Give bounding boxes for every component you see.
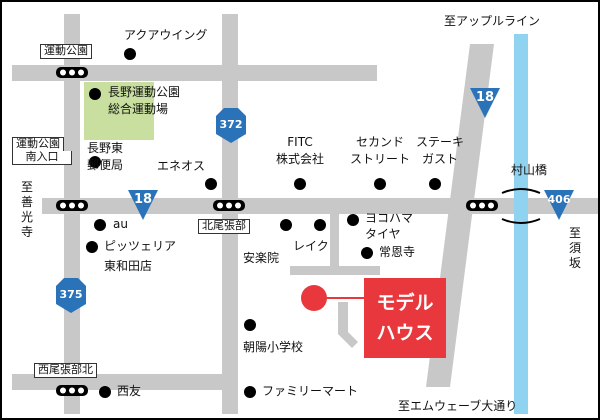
steak-gusto-label-line1: ステーキ <box>415 135 464 149</box>
yokohama-tire-label-line2: タイヤ <box>365 227 401 241</box>
dot-post <box>89 156 101 168</box>
aquawing-label: アクアウイング <box>124 28 208 42</box>
second-street-label-line1: セカンド <box>355 135 404 149</box>
pizzeria-label-line1: ピッツェリア <box>104 239 177 253</box>
dot-nishitomo <box>99 386 111 398</box>
traffic-light-undo-minami <box>56 200 88 211</box>
dot-pizzeria <box>86 241 98 253</box>
to-apple-line-label: 至アップルライン <box>444 14 541 28</box>
reik-label: レイク <box>293 239 329 253</box>
model-house-marker-icon <box>301 285 327 311</box>
nishiobari-kita-label: 西尾張部北 <box>34 363 97 378</box>
dot-asahi <box>244 319 256 331</box>
au-label: au <box>113 217 128 231</box>
shield-18-top-icon <box>470 88 500 118</box>
second-street-label-line2: ストリート <box>349 152 410 166</box>
route-372-label: 372 <box>219 118 243 131</box>
dot-anrakuin <box>280 219 292 231</box>
dot-reik <box>314 219 326 231</box>
road-center-vertical <box>222 14 238 414</box>
roads <box>12 14 598 414</box>
post-office-label-line1: 長野東 <box>87 141 124 155</box>
joonji-label: 常恩寺 <box>379 245 416 259</box>
route-375-label: 375 <box>59 288 83 301</box>
traffic-light-undo-koen <box>56 67 88 78</box>
traffic-light-nishiobari <box>56 385 88 396</box>
dot-second <box>374 178 386 190</box>
to-zenkoji-label: 至善光寺 <box>20 180 33 239</box>
road-small-v <box>330 214 339 274</box>
dot-park <box>89 88 101 100</box>
anrakuin-label: 安楽院 <box>243 251 280 265</box>
dot-fitc <box>294 178 306 190</box>
kitaobari-intersection-label: 北尾張部 <box>198 219 250 234</box>
road-left-vertical <box>64 14 80 414</box>
to-mwave-label: 至エムウェーブ大通り <box>398 399 518 413</box>
yokohama-tire-label-line1: ヨコハマ <box>365 211 414 225</box>
dot-yokohama <box>347 214 359 226</box>
undo-minami-label-line2: 南入口 <box>12 150 72 165</box>
route-18-top-label: 18 <box>475 90 495 105</box>
asahi-school-label: 朝陽小学校 <box>243 340 304 354</box>
dot-steak <box>429 178 441 190</box>
bridge-marks <box>501 188 541 224</box>
shield-18-mid-icon <box>128 190 158 220</box>
to-suzaka-label: 至須坂 <box>568 226 581 270</box>
road-side-slope <box>338 302 358 348</box>
familymart-label: ファミリーマート <box>262 384 359 398</box>
landmark-dots <box>86 48 441 398</box>
road-top <box>12 65 377 81</box>
dot-familymart <box>244 386 256 398</box>
traffic-lights <box>56 67 498 396</box>
nishitomo-label: 西友 <box>117 384 142 398</box>
post-office-label-line2: 郵便局 <box>87 158 124 172</box>
model-house-box: モデル ハウス <box>364 278 446 358</box>
dot-eneos <box>205 178 217 190</box>
park-label-line2: 総合運動場 <box>108 102 169 116</box>
model-house-label-line1: モデル <box>376 292 434 314</box>
model-house-label-line2: ハウス <box>376 322 434 344</box>
fitc-label-line1: FITC <box>287 135 313 149</box>
park-label-line1: 長野運動公園 <box>108 85 181 99</box>
shield-375-icon <box>56 278 86 313</box>
route-406-label: 406 <box>547 193 571 206</box>
steak-gusto-label-line2: ガスト <box>421 152 458 166</box>
dot-aquawing <box>124 48 136 60</box>
traffic-light-kitaobari <box>213 200 245 211</box>
dot-joonji <box>361 247 373 259</box>
route-shields <box>56 88 574 313</box>
fitc-label-line2: 株式会社 <box>275 152 324 166</box>
eneos-label: エネオス <box>157 159 206 173</box>
shield-372-icon <box>216 108 246 143</box>
dot-au <box>94 219 106 231</box>
undo-koen-intersection-label: 運動公園 <box>40 44 92 59</box>
murayama-bridge-label: 村山橋 <box>511 163 548 177</box>
shield-406-icon <box>544 190 574 220</box>
traffic-light-murayama <box>466 200 498 211</box>
pizzeria-label-line2: 東和田店 <box>104 259 153 273</box>
route-18-mid-label: 18 <box>133 192 153 207</box>
undo-minami-label-line1: 運動公園 <box>12 137 64 151</box>
